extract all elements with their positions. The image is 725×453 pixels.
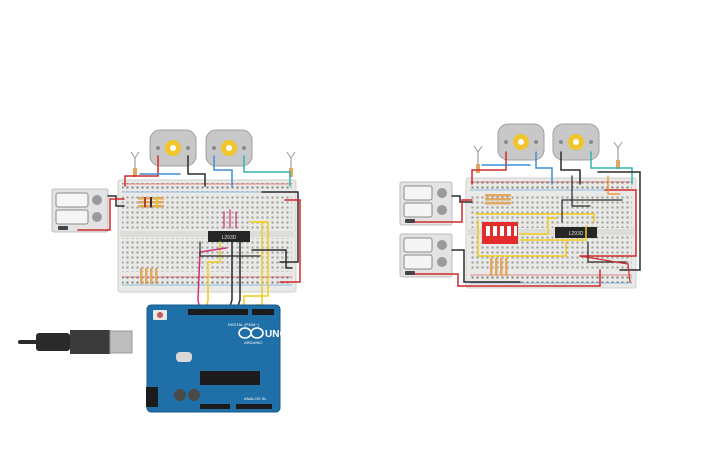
right-circuit: L293D	[399, 123, 641, 289]
dc-motor-left-2[interactable]	[205, 129, 253, 167]
led-left-2[interactable]	[286, 151, 296, 177]
ic-chip-left[interactable]: L293D	[208, 231, 250, 242]
left-circuit: L293D	[18, 129, 301, 413]
led-left-1[interactable]	[130, 151, 140, 177]
arduino-maker-label: ARDUINO	[244, 340, 262, 345]
dc-motor-left-1[interactable]	[149, 129, 197, 167]
wires-right[interactable]	[414, 151, 641, 287]
dc-motor-right-2[interactable]	[552, 123, 600, 161]
battery-pack-left[interactable]	[51, 188, 109, 233]
arduino-uno-board[interactable]: UNO DIGITAL (PWM~) ARDUINO ANALOG IN	[146, 304, 287, 413]
usb-cable-icon[interactable]	[18, 330, 133, 354]
ic-chip-right[interactable]: L293D	[555, 227, 597, 238]
dc-motor-right-1[interactable]	[497, 123, 545, 161]
dip-switch-icon[interactable]	[482, 222, 518, 244]
battery-pack-right-top[interactable]	[399, 181, 453, 226]
digital-pins-label: DIGITAL (PWM~)	[228, 322, 260, 327]
analog-pins-label: ANALOG IN	[244, 396, 266, 401]
led-right-2[interactable]	[613, 141, 623, 169]
resistor-group[interactable]	[138, 197, 164, 208]
battery-pack-right-bottom[interactable]	[399, 233, 453, 278]
breadboard-left[interactable]	[117, 179, 297, 293]
resistor-group-right[interactable]	[485, 194, 511, 205]
arduino-infinity-logo-icon	[238, 327, 264, 339]
ic-label: L293D	[222, 235, 237, 241]
arduino-model-label: UNO	[265, 329, 287, 340]
resistor-vertical-group-right[interactable]	[490, 258, 508, 276]
resistor-vertical-group[interactable]	[140, 268, 158, 284]
ic-label: L293D	[569, 231, 584, 237]
led-right-1[interactable]	[473, 145, 483, 173]
